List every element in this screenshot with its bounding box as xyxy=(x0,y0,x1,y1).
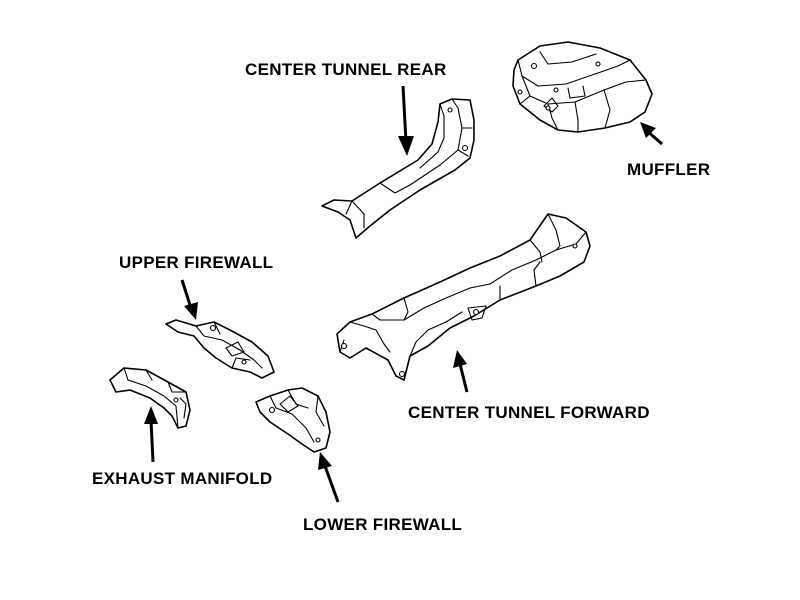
arrow-upper-firewall xyxy=(180,279,198,320)
label-upper-firewall: UPPER FIREWALL xyxy=(119,253,274,272)
center-tunnel-forward-shield xyxy=(336,213,591,381)
upper-firewall-shield xyxy=(165,319,275,379)
lower-firewall-shield xyxy=(255,387,331,453)
arrow-lower-firewall xyxy=(318,452,340,503)
label-muffler: MUFFLER xyxy=(627,160,711,179)
label-center-tunnel-rear: CENTER TUNNEL REAR xyxy=(245,60,447,79)
arrow-center-tunnel-rear xyxy=(398,85,414,156)
arrow-exhaust-manifold xyxy=(144,406,158,463)
label-lower-firewall: LOWER FIREWALL xyxy=(303,515,463,534)
muffler-shield xyxy=(512,41,653,133)
label-center-tunnel-forward: CENTER TUNNEL FORWARD xyxy=(408,403,650,422)
center-tunnel-rear-shield xyxy=(321,98,475,239)
exhaust-manifold-shield xyxy=(109,367,191,429)
arrow-muffler xyxy=(640,122,663,146)
arrow-center-tunnel-forward xyxy=(453,350,469,393)
label-exhaust-manifold: EXHAUST MANIFOLD xyxy=(92,469,273,488)
